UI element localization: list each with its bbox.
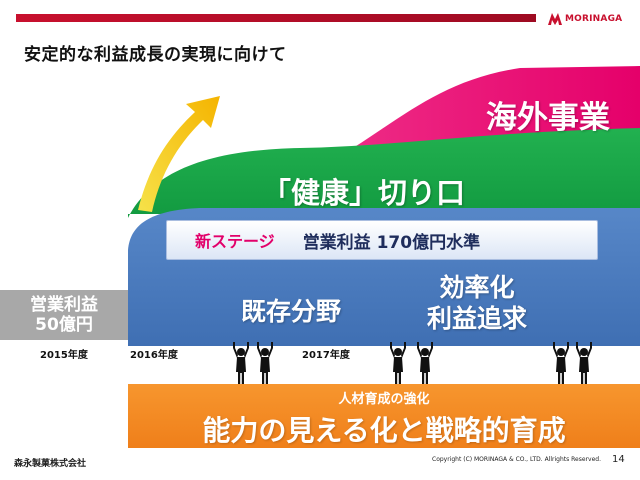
efficiency-line1: 効率化 — [439, 273, 515, 302]
company-logo: MORINAGA — [548, 12, 622, 26]
health-band — [128, 128, 640, 218]
copyright-text: Copyright (C) MORINAGA & CO., LTD. Allri… — [432, 456, 601, 463]
operating-profit-target: 営業利益 170億円水準 — [302, 232, 481, 253]
existing-field-label: 既存分野 — [240, 297, 341, 326]
logo-text: MORINAGA — [565, 14, 623, 24]
logo-mark-icon — [548, 13, 562, 25]
person-figure — [233, 342, 249, 386]
foundation-box: 人材育成の強化 能力の見える化と戦略的育成 — [128, 384, 640, 448]
header-bar — [16, 14, 536, 22]
overseas-label: 海外事業 — [486, 100, 610, 136]
efficiency-label: 効率化 利益追求 — [402, 272, 552, 334]
page-number: 14 — [612, 454, 625, 465]
person-figure — [553, 342, 569, 386]
year-2015: 2015年度 — [40, 350, 88, 361]
person-figure — [417, 342, 433, 386]
person-figure — [390, 342, 406, 386]
growth-arrow-icon — [138, 96, 220, 212]
foundation-subtitle: 人材育成の強化 — [338, 392, 430, 407]
new-stage-label: 新ステージ — [195, 232, 275, 251]
company-name: 森永製菓株式会社 — [14, 459, 87, 469]
foundation-title: 能力の見える化と戦略的育成 — [202, 414, 566, 447]
person-figure — [257, 342, 273, 386]
baseline-profit-box: 営業利益 50億円 — [0, 290, 128, 340]
person-figure — [576, 342, 592, 386]
page-title: 安定的な利益成長の実現に向けて — [24, 45, 287, 65]
health-label: 「健康」切り口 — [262, 176, 466, 210]
year-2017: 2017年度 — [302, 350, 350, 361]
people-lifting-icon — [233, 342, 592, 386]
new-stage-box: 新ステージ 営業利益 170億円水準 — [166, 220, 598, 260]
baseline-line1: 営業利益 — [30, 295, 98, 315]
efficiency-line2: 利益追求 — [426, 304, 527, 333]
year-2016: 2016年度 — [130, 350, 178, 361]
baseline-line2: 50億円 — [35, 315, 93, 335]
